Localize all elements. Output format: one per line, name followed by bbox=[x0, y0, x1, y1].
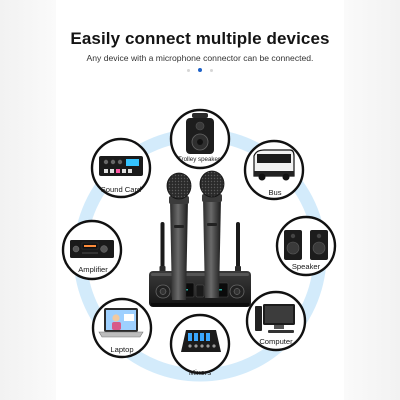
device-bus bbox=[243, 139, 305, 201]
right-background-strip bbox=[344, 0, 400, 400]
label-sound-card: Sound Card bbox=[100, 185, 142, 194]
carousel-dot[interactable] bbox=[210, 68, 213, 72]
mixer-icon bbox=[181, 330, 221, 352]
label-trolley-speaker: Trolley speaker bbox=[177, 156, 221, 163]
device-mixers bbox=[169, 313, 231, 375]
device-laptop bbox=[91, 297, 153, 359]
label-amplifier: Amplifier bbox=[78, 265, 108, 274]
wireless-microphone-set bbox=[149, 170, 251, 307]
left-background-strip bbox=[0, 0, 56, 400]
carousel-dot[interactable] bbox=[187, 68, 190, 72]
label-speaker: Speaker bbox=[291, 262, 321, 271]
trolley-speaker-icon bbox=[186, 113, 214, 154]
laptop-icon bbox=[98, 308, 144, 338]
device-trolley-speaker bbox=[169, 108, 231, 170]
label-computer: Computer bbox=[259, 337, 293, 346]
label-mixers: Mixers bbox=[188, 368, 212, 377]
label-bus: Bus bbox=[268, 188, 282, 197]
device-computer bbox=[245, 290, 307, 352]
speaker-icon bbox=[284, 230, 328, 260]
right-antenna bbox=[236, 222, 240, 272]
label-laptop: Laptop bbox=[110, 345, 134, 354]
sound-card-icon bbox=[99, 156, 143, 176]
computer-icon bbox=[255, 304, 295, 333]
receiver-unit bbox=[149, 271, 251, 307]
amplifier-icon bbox=[70, 240, 114, 258]
headline: Easily connect multiple devices bbox=[70, 29, 330, 48]
bus-icon bbox=[253, 149, 295, 181]
carousel-dot-active[interactable] bbox=[198, 68, 202, 73]
carousel-dots bbox=[0, 68, 400, 73]
left-antenna bbox=[160, 222, 165, 272]
subheadline: Any device with a microphone connector c… bbox=[86, 53, 314, 63]
device-amplifier bbox=[61, 219, 123, 281]
right-handheld-microphone bbox=[199, 170, 225, 298]
device-sound-card bbox=[90, 137, 152, 199]
left-handheld-microphone bbox=[166, 172, 192, 300]
device-speaker bbox=[275, 215, 337, 277]
